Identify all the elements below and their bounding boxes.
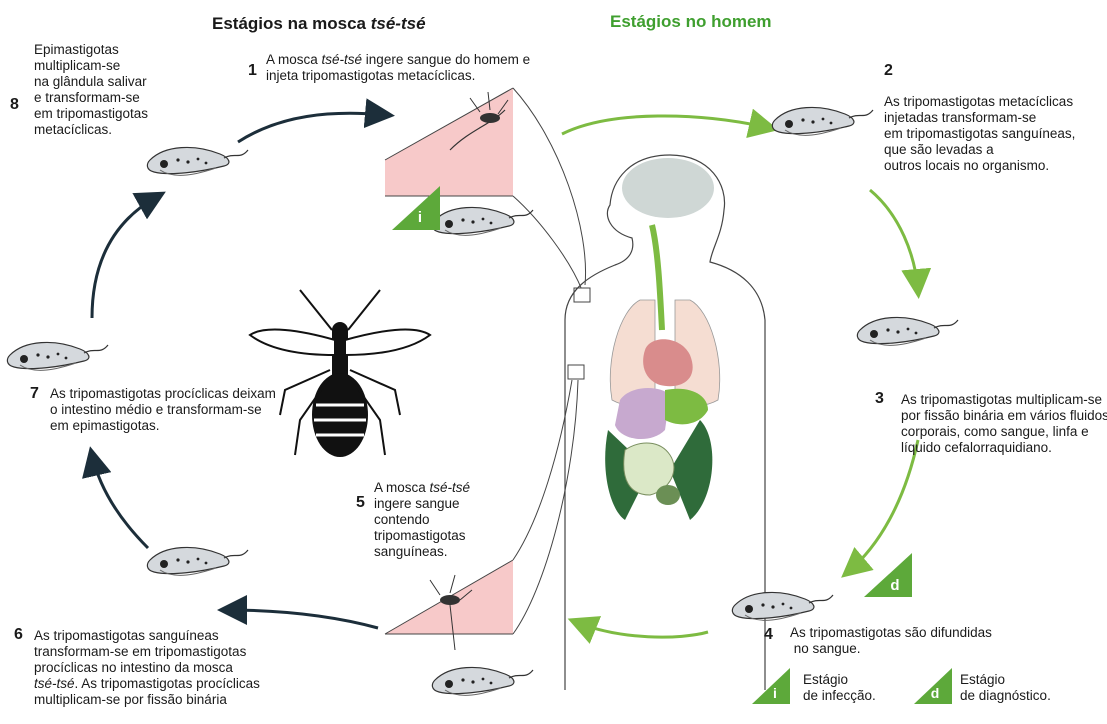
- arrow-7-to-8: [92, 196, 158, 318]
- header-fly-prefix: Estágios na mosca: [212, 14, 371, 33]
- arrow-8-to-1: [238, 113, 386, 142]
- legend-infection-text: Estágio de infecção.: [803, 672, 876, 704]
- parasite-stage-7: [7, 342, 108, 370]
- step-3-number: 3: [875, 390, 884, 408]
- legend-diagnostic-icon: d: [914, 668, 952, 704]
- step-1-text: A mosca tsé-tsé ingere sangue do homem e…: [266, 52, 530, 84]
- svg-text:i: i: [773, 685, 777, 701]
- step-6-number: 6: [14, 626, 23, 644]
- parasite-stage-5: [432, 667, 533, 695]
- step-8-number: 8: [10, 96, 19, 114]
- svg-text:i: i: [418, 209, 422, 226]
- step-1-number: 1: [248, 62, 257, 80]
- bite-panel-bottom: [385, 560, 513, 650]
- diagnostic-marker-icon: d: [864, 553, 912, 597]
- step-2-number: 2: [884, 62, 893, 80]
- legend-infection-icon: i: [752, 668, 790, 704]
- tsetse-fly: [250, 290, 430, 457]
- arrow-6-to-7: [92, 455, 148, 548]
- legend-diagnostic-text: Estágio de diagnóstico.: [960, 672, 1051, 704]
- step-8-text: Epimastigotas multiplicam-se na glândula…: [34, 42, 148, 138]
- parasite-stage-8: [147, 147, 248, 175]
- arrow-1-to-2: [562, 116, 770, 134]
- step-5-text: A mosca tsé-tsé ingere sangue contendo t…: [374, 480, 470, 560]
- svg-text:d: d: [890, 577, 899, 594]
- parasite-stage-3: [857, 317, 958, 345]
- arrow-4-to-5: [576, 622, 708, 637]
- step-4-text: As tripomastigotas são difundidas no san…: [790, 625, 992, 657]
- arrow-3-to-4: [848, 440, 918, 572]
- step-3-text: As tripomastigotas multiplicam-se por fi…: [901, 392, 1107, 456]
- parasite-stage-2: [772, 107, 873, 135]
- header-fly-stages: Estágios na mosca tsé-tsé: [212, 14, 426, 34]
- step-6-text: As tripomastigotas sanguíneas transforma…: [34, 628, 260, 708]
- step-7-number: 7: [30, 385, 39, 403]
- step-2-text: As tripomastigotas metacíclicas injetada…: [884, 94, 1075, 174]
- step-5-number: 5: [356, 494, 365, 512]
- arrow-5-to-6: [226, 610, 378, 628]
- parasite-stage-6: [147, 547, 248, 575]
- header-human-stages: Estágios no homem: [610, 12, 772, 32]
- header-fly-italic: tsé-tsé: [371, 14, 426, 33]
- svg-text:d: d: [931, 685, 940, 701]
- step-4-number: 4: [764, 626, 773, 644]
- bite-panel-top: [385, 88, 513, 196]
- step-7-text: As tripomastigotas procíclicas deixam o …: [50, 386, 276, 434]
- parasite-stage-1: [432, 207, 533, 235]
- arrow-2-to-3: [870, 190, 918, 290]
- parasite-stage-4: [732, 592, 833, 620]
